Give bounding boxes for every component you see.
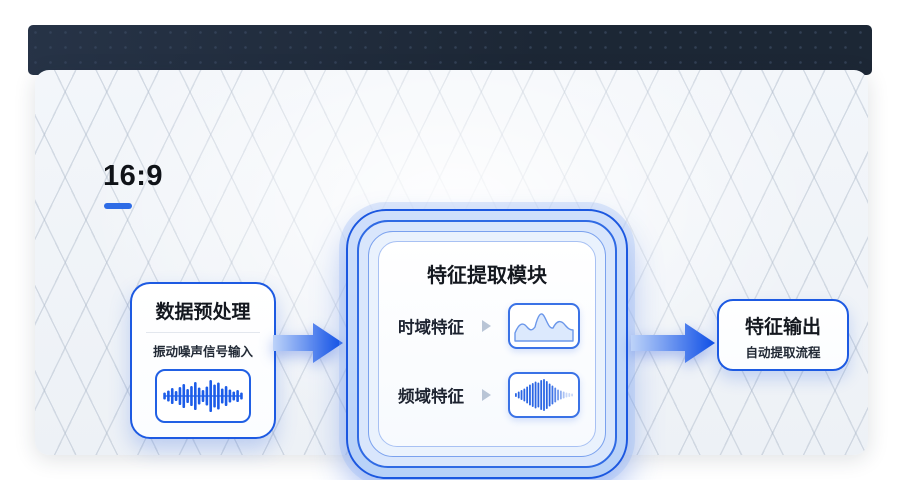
module-panel: 特征提取模块 时域特征 频域: [378, 241, 596, 447]
diagram-canvas: 16:9 数据预处理 振动噪声信号输入 特征提取模块: [35, 70, 868, 479]
node-subtitle: 振动噪声信号输入: [152, 345, 253, 359]
flow-arrow-1: [273, 323, 343, 363]
play-arrow-icon: [481, 389, 491, 401]
feature-row-time-domain: 时域特征: [379, 303, 595, 349]
module-title: 特征提取模块: [427, 265, 547, 287]
aspect-ratio-label: 16:9: [103, 160, 164, 192]
accent-dash: [104, 203, 132, 209]
node-subtitle: 自动提取流程: [745, 346, 821, 360]
frequency-spectrum-icon: [508, 372, 580, 418]
feature-label: 时域特征: [398, 319, 464, 337]
feature-row-frequency-domain: 频域特征: [379, 372, 595, 418]
node-feature-output: 特征输出 自动提取流程: [717, 299, 849, 371]
node-data-preprocessing: 数据预处理 振动噪声信号输入: [130, 282, 276, 439]
module-ring: 特征提取模块 时域特征 频域: [368, 231, 606, 457]
time-domain-chart-icon: [508, 303, 580, 349]
module-ring: 特征提取模块 时域特征 频域: [357, 220, 617, 468]
node-feature-extraction-module: 特征提取模块 时域特征 频域: [346, 209, 628, 479]
node-title: 特征输出: [744, 317, 821, 338]
header-bar: [28, 25, 872, 75]
feature-label: 频域特征: [398, 388, 464, 406]
play-arrow-icon: [481, 320, 491, 332]
flow-arrow-2: [631, 323, 715, 363]
divider: [146, 332, 260, 333]
audio-waveform-icon: [155, 369, 251, 423]
node-title: 数据预处理: [155, 302, 251, 323]
